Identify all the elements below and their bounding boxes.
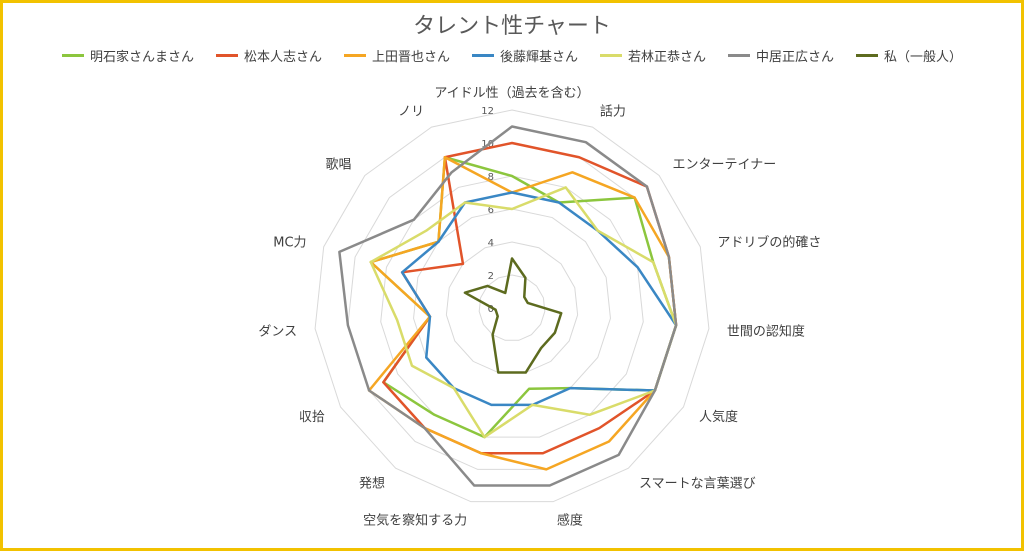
axis-label: 空気を察知する力 <box>363 512 467 528</box>
series-line <box>463 257 563 374</box>
legend-swatch <box>856 54 879 57</box>
chart-legend: 明石家さんまさん 松本人志さん 上田晋也さん 後藤輝基さん 若林正恭さん 中居正広さん 私（… <box>0 46 1024 65</box>
tick-label: 6 <box>488 205 494 216</box>
axis-label: 歌唱 <box>325 157 351 172</box>
axis-label: MC力 <box>273 235 306 250</box>
axis-label: アイドル性（過去を含む） <box>434 85 589 101</box>
axis-label: 感度 <box>557 512 583 528</box>
legend-item: 明石家さんまさん <box>61 46 194 65</box>
legend-label: 明石家さんまさん <box>89 50 194 65</box>
axis-label: ダンス <box>258 325 297 340</box>
series-line <box>369 186 678 439</box>
legend-item: 上田晋也さん <box>343 46 450 65</box>
tick-label: 0 <box>488 304 494 315</box>
legend-label: 松本人志さん <box>243 50 322 65</box>
tick-label: 4 <box>488 238 494 249</box>
legend-item: 中居正広さん <box>728 46 834 65</box>
legend-swatch <box>215 54 238 57</box>
series-line <box>367 156 678 471</box>
axis-label: 世間の認知度 <box>727 324 805 340</box>
axis-label: アドリブの的確さ <box>717 234 821 250</box>
chart-title: タレント性チャート <box>413 14 611 39</box>
axis-label: 人気度 <box>699 409 738 425</box>
axis-label: ノリ <box>398 105 424 120</box>
grid-ring <box>478 274 546 341</box>
legend-item: 若林正恭さん <box>600 46 706 65</box>
axis-label: 収拾 <box>299 410 325 425</box>
tick-label: 2 <box>488 271 494 282</box>
legend-label: 私（一般人） <box>884 50 963 65</box>
legend-swatch <box>728 54 751 57</box>
series-line <box>400 191 678 407</box>
legend-swatch <box>61 54 84 57</box>
tick-label: 12 <box>481 106 494 117</box>
legend-label: 後藤輝基さん <box>499 50 578 65</box>
grid-ring <box>380 175 644 438</box>
legend-swatch <box>471 54 494 57</box>
tick-label: 8 <box>488 172 494 183</box>
legend-item: 後藤輝基さん <box>471 46 578 65</box>
series-line <box>338 125 678 487</box>
legend-item: 私（一般人） <box>856 46 962 65</box>
axis-label: エンターテイナー <box>673 157 777 172</box>
legend-swatch <box>343 54 366 57</box>
grid-ring <box>314 109 710 503</box>
legend-label: 中居正広さん <box>756 50 835 65</box>
legend-swatch <box>600 54 622 57</box>
legend-label: 上田晋也さん <box>371 50 450 65</box>
axis-label: スマートな言葉選び <box>639 477 756 492</box>
axis-label: 発想 <box>359 476 385 492</box>
legend-item: 松本人志さん <box>215 46 322 65</box>
legend-label: 若林正恭さん <box>628 50 707 65</box>
axis-label: 話力 <box>600 104 626 120</box>
